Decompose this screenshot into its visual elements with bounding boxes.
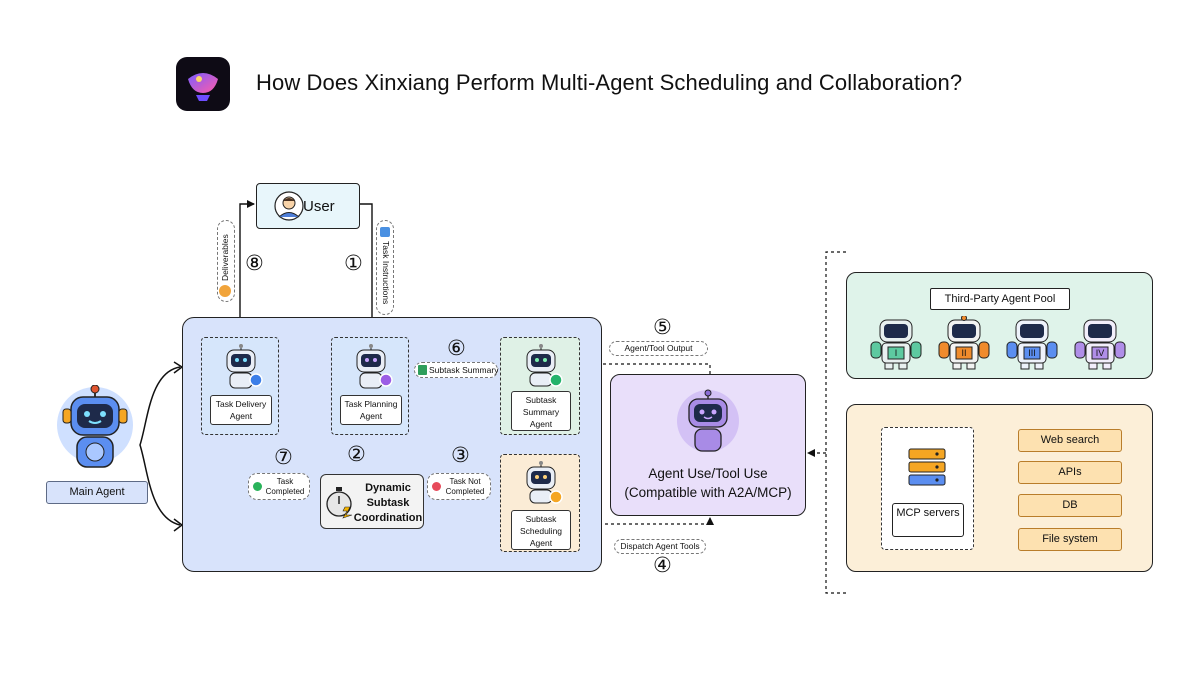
agent-tool-use-panel — [610, 374, 806, 516]
subtask-scheduling-agent-label: Subtask Scheduling Agent — [511, 510, 571, 550]
dynamic-subtask-coordination-node — [320, 474, 424, 529]
tool-use-line-2: (Compatible with A2A/MCP) — [624, 485, 792, 500]
user-node — [256, 183, 360, 229]
task-planning-agent-card: Task Planning Agent — [331, 337, 409, 435]
deliverables-arrow — [239, 200, 255, 337]
agent-tool-output-pill: Agent/Tool Output — [609, 341, 708, 356]
third-party-pool-title: Third-Party Agent Pool — [930, 288, 1070, 310]
third-party-robot-2: II — [936, 316, 992, 370]
task-instructions-pill: Task Instructions — [376, 220, 394, 315]
robot-orange-icon — [938, 316, 990, 370]
tool-use-line-1: Agent Use/Tool Use — [648, 466, 768, 481]
task-completed-label: Task Completed — [265, 477, 305, 496]
task-instructions-icon — [380, 227, 390, 237]
xinxiang-logo — [176, 57, 230, 111]
tool-use-label: Agent Use/Tool Use (Compatible with A2A/… — [610, 464, 806, 502]
user-label: User — [303, 198, 335, 215]
task-delivery-agent-card: Task Delivery Agent — [201, 337, 279, 435]
subtask-summary-edge-label: Subtask Summary — [429, 365, 499, 375]
robot-4-numeral: IV — [1095, 348, 1105, 358]
subtask-summary-agent-card: Subtask Summary Agent — [500, 337, 580, 435]
user-avatar-icon — [274, 191, 304, 221]
agent-tool-output-arrow — [582, 360, 711, 374]
planning-robot-icon — [356, 344, 393, 389]
main-agent-brace — [139, 366, 181, 526]
main-agent-robot-icon — [57, 385, 133, 468]
summary-robot-icon — [526, 344, 563, 387]
apis-item: APIs — [1018, 461, 1122, 484]
step-7: ⑦ — [274, 445, 293, 469]
stopwatch-icon — [326, 487, 353, 519]
deliverables-icon — [219, 285, 231, 297]
deliverables-label: Deliverables — [220, 234, 230, 281]
server-stack-icon — [908, 448, 946, 486]
robot-1-numeral: I — [894, 348, 898, 358]
task-delivery-agent-label: Task Delivery Agent — [210, 395, 272, 425]
delivery-robot-icon — [226, 344, 263, 389]
third-party-robot-4: IV — [1072, 316, 1128, 370]
task-not-completed-label: Task Not Completed — [445, 477, 485, 496]
web-search-item: Web search — [1018, 429, 1122, 452]
task-planning-agent-label: Task Planning Agent — [340, 395, 402, 425]
check-icon — [253, 482, 262, 491]
step-1: ① — [344, 251, 363, 275]
scheduling-robot-icon — [526, 461, 563, 504]
task-completed-pill: Task Completed — [248, 473, 310, 500]
step-4: ④ — [653, 553, 672, 577]
page-title: How Does Xinxiang Perform Multi-Agent Sc… — [256, 70, 963, 95]
third-party-robot-1: I — [868, 316, 924, 370]
step-2: ② — [347, 442, 366, 466]
deliverables-pill: Deliverables — [217, 220, 235, 302]
cross-icon — [432, 482, 441, 491]
robot-blue-icon — [1006, 319, 1058, 370]
step-8: ⑧ — [245, 251, 264, 275]
task-instructions-arrow — [360, 203, 376, 336]
file-system-item: File system — [1018, 528, 1122, 551]
robot-purple-icon — [1074, 319, 1126, 370]
coordination-label: Dynamic Subtask Coordination — [353, 482, 423, 524]
step-6: ⑥ — [447, 336, 466, 360]
summary-doc-icon — [418, 365, 427, 375]
task-instructions-label: Task Instructions — [381, 241, 391, 305]
subtask-summary-agent-label: Subtask Summary Agent — [511, 391, 571, 431]
subtask-scheduling-agent-card: Subtask Scheduling Agent — [500, 454, 580, 552]
third-party-robots: I II III — [868, 316, 1138, 370]
mcp-servers-label: MCP servers — [892, 503, 964, 537]
db-item: DB — [1018, 494, 1122, 517]
task-not-completed-pill: Task Not Completed — [427, 473, 491, 500]
third-party-robot-3: III — [1004, 316, 1060, 370]
subtask-summary-pill: Subtask Summary — [414, 362, 498, 378]
main-agent-label: Main Agent — [46, 481, 148, 504]
robot-2-numeral: II — [961, 348, 967, 358]
step-5: ⑤ — [653, 315, 672, 339]
dispatch-agent-tools-arrow — [581, 517, 714, 525]
dispatch-agent-tools-pill: Dispatch Agent Tools — [614, 539, 706, 554]
robot-green-icon — [870, 319, 922, 370]
tool-use-robot-icon — [677, 389, 739, 452]
robot-3-numeral: III — [1028, 348, 1036, 358]
pool-connector — [825, 251, 846, 594]
step-3: ③ — [451, 443, 470, 467]
